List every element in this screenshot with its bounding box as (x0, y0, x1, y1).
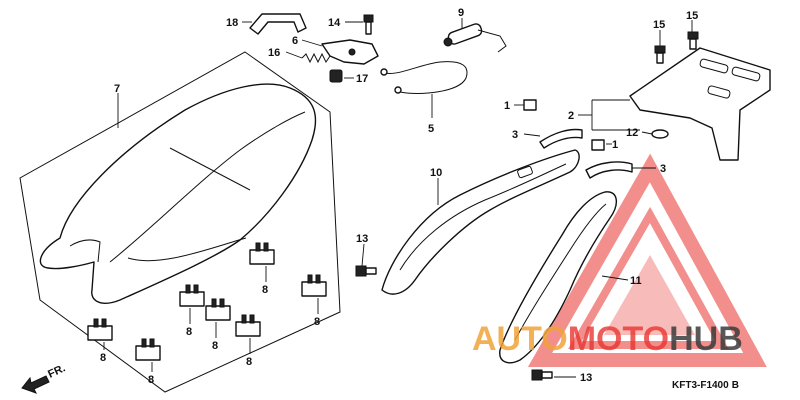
watermark-word-auto: AUTO (472, 320, 568, 358)
cushion-8e (235, 314, 261, 337)
grommet-3b-part (585, 161, 633, 179)
cushion-8c (179, 284, 205, 307)
callout-9: 9 (458, 7, 464, 19)
callout-15a: 15 (653, 19, 665, 31)
callout-8e: 8 (246, 356, 252, 368)
bolt-15a-part (654, 45, 666, 64)
callout-17: 17 (356, 73, 368, 85)
callout-1a: 1 (504, 100, 510, 112)
grab-rail-part (629, 47, 771, 161)
seat-part (39, 83, 317, 304)
cushion-8d (205, 298, 231, 321)
callout-13b: 13 (580, 372, 592, 384)
callout-12: 12 (626, 127, 638, 139)
callout-3b: 3 (660, 163, 666, 175)
callout-8d: 8 (212, 340, 218, 352)
callout-5: 5 (428, 123, 434, 135)
callout-8f: 8 (100, 352, 106, 364)
bolt-15b-part (687, 31, 699, 50)
callout-labels: 7 18 14 6 16 17 9 5 1 2 3 1 12 15 15 3 1… (100, 7, 698, 386)
cushion-8b (301, 274, 327, 297)
front-arrow-icon (21, 375, 50, 394)
seat-cable-part (380, 61, 468, 94)
watermark-word-hub: HUB (669, 320, 743, 358)
callout-14: 14 (328, 17, 341, 29)
watermark-word-moto: MOTO (568, 320, 669, 358)
watermark-triangle-logo (527, 153, 767, 367)
washer-12-part (651, 129, 669, 139)
callout-3a: 3 (512, 129, 518, 141)
grommet-3a-part (539, 128, 583, 149)
callout-8b: 8 (314, 316, 320, 328)
callout-1b: 1 (612, 139, 618, 151)
callout-16: 16 (268, 47, 280, 59)
leader-lines (103, 18, 693, 378)
callout-18: 18 (226, 17, 238, 29)
side-cover-left-part (381, 149, 580, 295)
seat-frame-outline (19, 51, 341, 393)
side-cover-right-part (499, 191, 617, 364)
cushion-8g (135, 338, 161, 361)
bolt-14-part (363, 14, 374, 35)
watermark-text: AUTOMOTOHUB (472, 320, 743, 358)
front-direction-indicator: FR. (21, 362, 67, 394)
callout-11: 11 (630, 275, 642, 287)
nut-1a-part (523, 99, 537, 111)
key-lock-part (443, 23, 507, 53)
callout-2: 2 (568, 110, 574, 122)
bolt-13b-part (531, 369, 553, 381)
spring-16-part (301, 52, 331, 64)
bolt-13a-part (355, 265, 377, 277)
lock-plate-part (321, 39, 379, 65)
callout-6: 6 (292, 35, 298, 47)
callout-15b: 15 (686, 10, 698, 22)
callout-13a: 13 (356, 233, 368, 245)
callout-10: 10 (430, 167, 442, 179)
callout-7: 7 (114, 83, 120, 95)
cushion-8f (87, 318, 113, 341)
cushion-parts (87, 242, 327, 361)
nut-1b-part (591, 139, 605, 151)
front-direction-label: FR. (46, 362, 67, 380)
callout-8c: 8 (186, 326, 192, 338)
svg-text:AUTOMOTOHUB: AUTOMOTOHUB (472, 320, 743, 358)
callout-8a: 8 (262, 284, 268, 296)
cushion-8a (249, 242, 275, 265)
bushing-17-part (329, 69, 343, 83)
callout-8g: 8 (148, 374, 154, 386)
seat-bracket-part (249, 13, 307, 35)
